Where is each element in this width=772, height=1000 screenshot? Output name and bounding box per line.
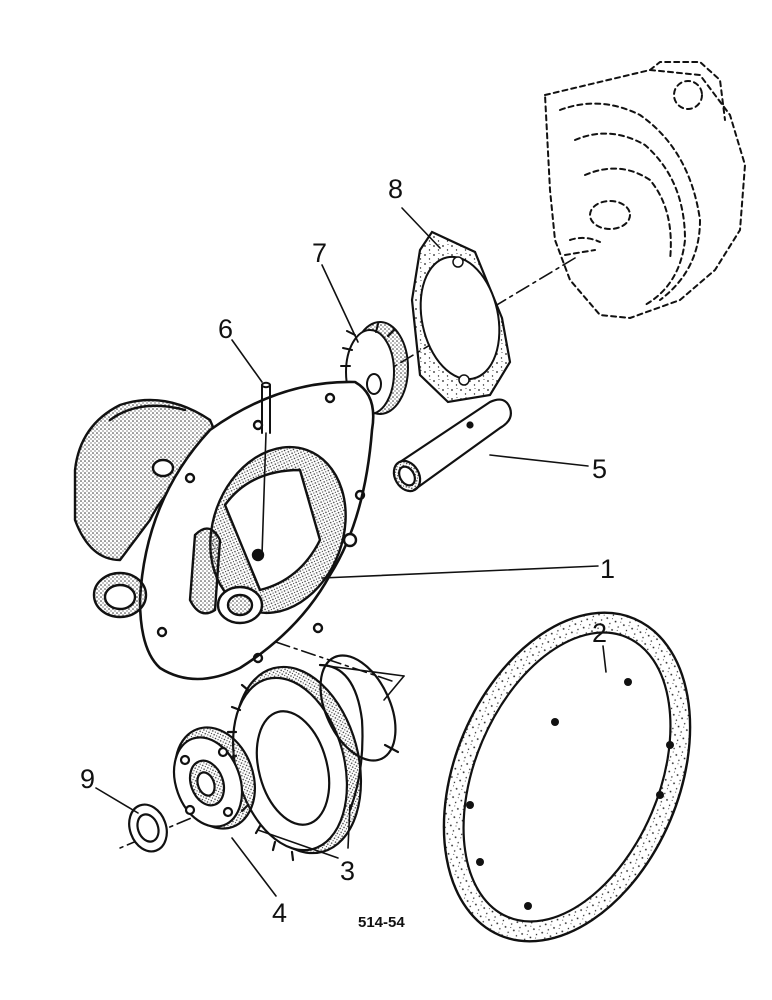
ball-bearing	[172, 726, 256, 830]
callout-8: 8	[388, 174, 403, 204]
callout-6: 6	[218, 314, 233, 344]
hydraulic-pump-outline	[544, 61, 746, 319]
callout-9: 9	[80, 764, 95, 794]
callout-3: 3	[340, 856, 355, 886]
pump-housing	[73, 380, 375, 681]
figure-code: 514-54	[358, 914, 405, 931]
dowel-pin	[261, 381, 271, 556]
callout-2: 2	[592, 618, 607, 648]
washer	[128, 803, 168, 853]
leader-lines	[95, 207, 607, 897]
flange-gasket	[442, 611, 692, 943]
callout-1: 1	[600, 554, 615, 584]
callout-5: 5	[592, 454, 607, 484]
shaft-pin	[392, 398, 512, 493]
callout-7: 7	[312, 238, 327, 268]
pump-gasket	[410, 230, 512, 404]
callout-4: 4	[272, 898, 287, 928]
